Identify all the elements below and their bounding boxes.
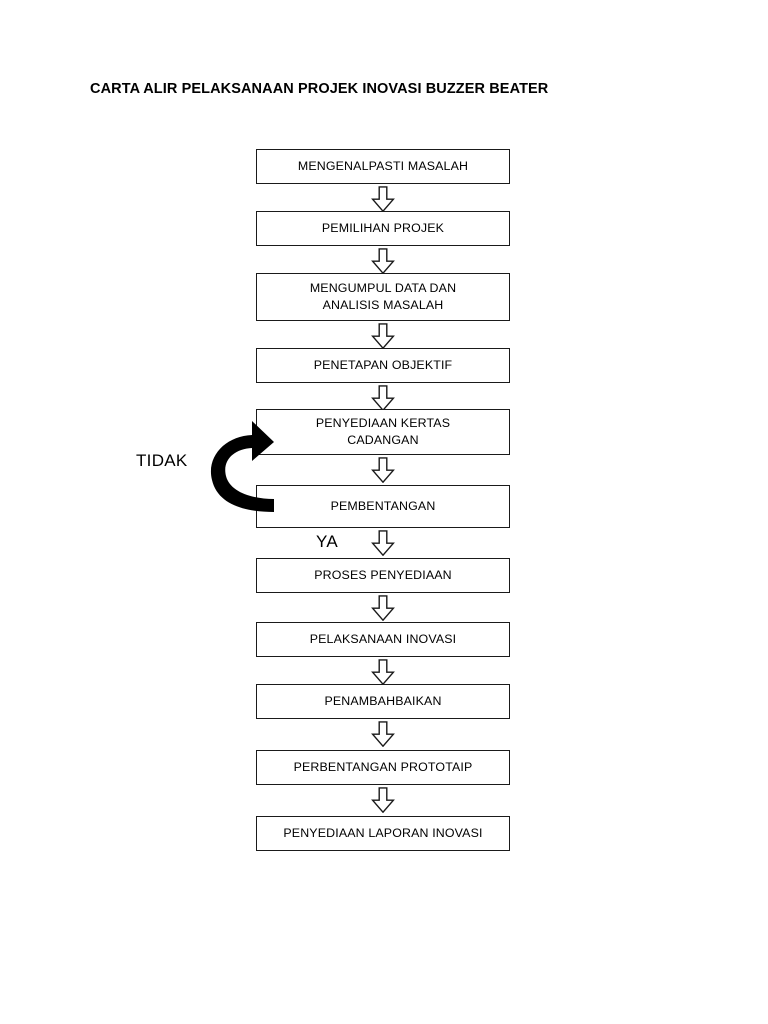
flow-node-penetapan-objektif[interactable]: PENETAPAN OBJEKTIF bbox=[256, 348, 510, 383]
flow-arrow-down-icon-3 bbox=[370, 323, 396, 349]
flow-arrow-down-icon-10 bbox=[370, 787, 396, 813]
flow-node-proses-penyediaan[interactable]: PROSES PENYEDIAAN bbox=[256, 558, 510, 593]
edge-label-ya: YA bbox=[316, 532, 339, 551]
flow-node-pemilihan-projek[interactable]: PEMILIHAN PROJEK bbox=[256, 211, 510, 246]
flow-arrow-down-icon-1 bbox=[370, 186, 396, 212]
flow-node-pelaksanaan-inovasi[interactable]: PELAKSANAAN INOVASI bbox=[256, 622, 510, 657]
flow-arrow-down-icon-8 bbox=[370, 659, 396, 685]
edge-label-tidak: TIDAK bbox=[136, 451, 188, 470]
flow-node-label: MENGUMPUL DATA DAN ANALISIS MASALAH bbox=[306, 280, 460, 314]
flow-arrow-down-icon-6 bbox=[370, 530, 396, 556]
flow-node-perbentangan-prototaip[interactable]: PERBENTANGAN PROTOTAIP bbox=[256, 750, 510, 785]
flow-node-penyediaan-kertas-cadangan[interactable]: PENYEDIAAN KERTAS CADANGAN bbox=[256, 409, 510, 455]
flow-node-penambahbaikan[interactable]: PENAMBAHBAIKAN bbox=[256, 684, 510, 719]
flow-node-mengenalpasti-masalah[interactable]: MENGENALPASTI MASALAH bbox=[256, 149, 510, 184]
flow-node-label-line-1: PENYEDIAAN KERTAS bbox=[315, 416, 451, 430]
flow-node-label: PELAKSANAAN INOVASI bbox=[309, 632, 457, 646]
flow-node-label: PENYEDIAAN LAPORAN INOVASI bbox=[283, 826, 483, 840]
flow-node-mengumpul-data-dan-analisis-masalah[interactable]: MENGUMPUL DATA DAN ANALISIS MASALAH bbox=[256, 273, 510, 321]
flow-arrow-down-icon-4 bbox=[370, 385, 396, 411]
flow-arrow-down-icon-2 bbox=[370, 248, 396, 274]
flow-node-label-line-2: ANALISIS MASALAH bbox=[322, 298, 444, 312]
flow-node-label: PROSES PENYEDIAAN bbox=[314, 568, 452, 582]
flow-arrow-down-icon-9 bbox=[370, 721, 396, 747]
flow-node-label: PEMBENTANGAN bbox=[330, 499, 436, 513]
flow-node-label: MENGENALPASTI MASALAH bbox=[297, 159, 469, 173]
flow-node-label: PENAMBAHBAIKAN bbox=[324, 694, 442, 708]
flow-arrow-down-icon-5 bbox=[370, 457, 396, 483]
page-title: CARTA ALIR PELAKSANAAN PROJEK INOVASI BU… bbox=[90, 81, 549, 97]
flow-node-label: PENETAPAN OBJEKTIF bbox=[313, 358, 453, 372]
flow-node-penyediaan-laporan-inovasi[interactable]: PENYEDIAAN LAPORAN INOVASI bbox=[256, 816, 510, 851]
flow-node-label-line-1: MENGUMPUL DATA DAN bbox=[309, 281, 457, 295]
flow-node-label: PERBENTANGAN PROTOTAIP bbox=[293, 760, 473, 774]
flow-node-pembentangan[interactable]: PEMBENTANGAN bbox=[256, 485, 510, 528]
flow-node-label-line-2: CADANGAN bbox=[347, 433, 419, 447]
feedback-loop-arrow-icon bbox=[196, 414, 274, 526]
flow-node-label: PEMILIHAN PROJEK bbox=[321, 221, 445, 235]
flow-arrow-down-icon-7 bbox=[370, 595, 396, 621]
flow-node-label: PENYEDIAAN KERTAS CADANGAN bbox=[312, 415, 454, 449]
